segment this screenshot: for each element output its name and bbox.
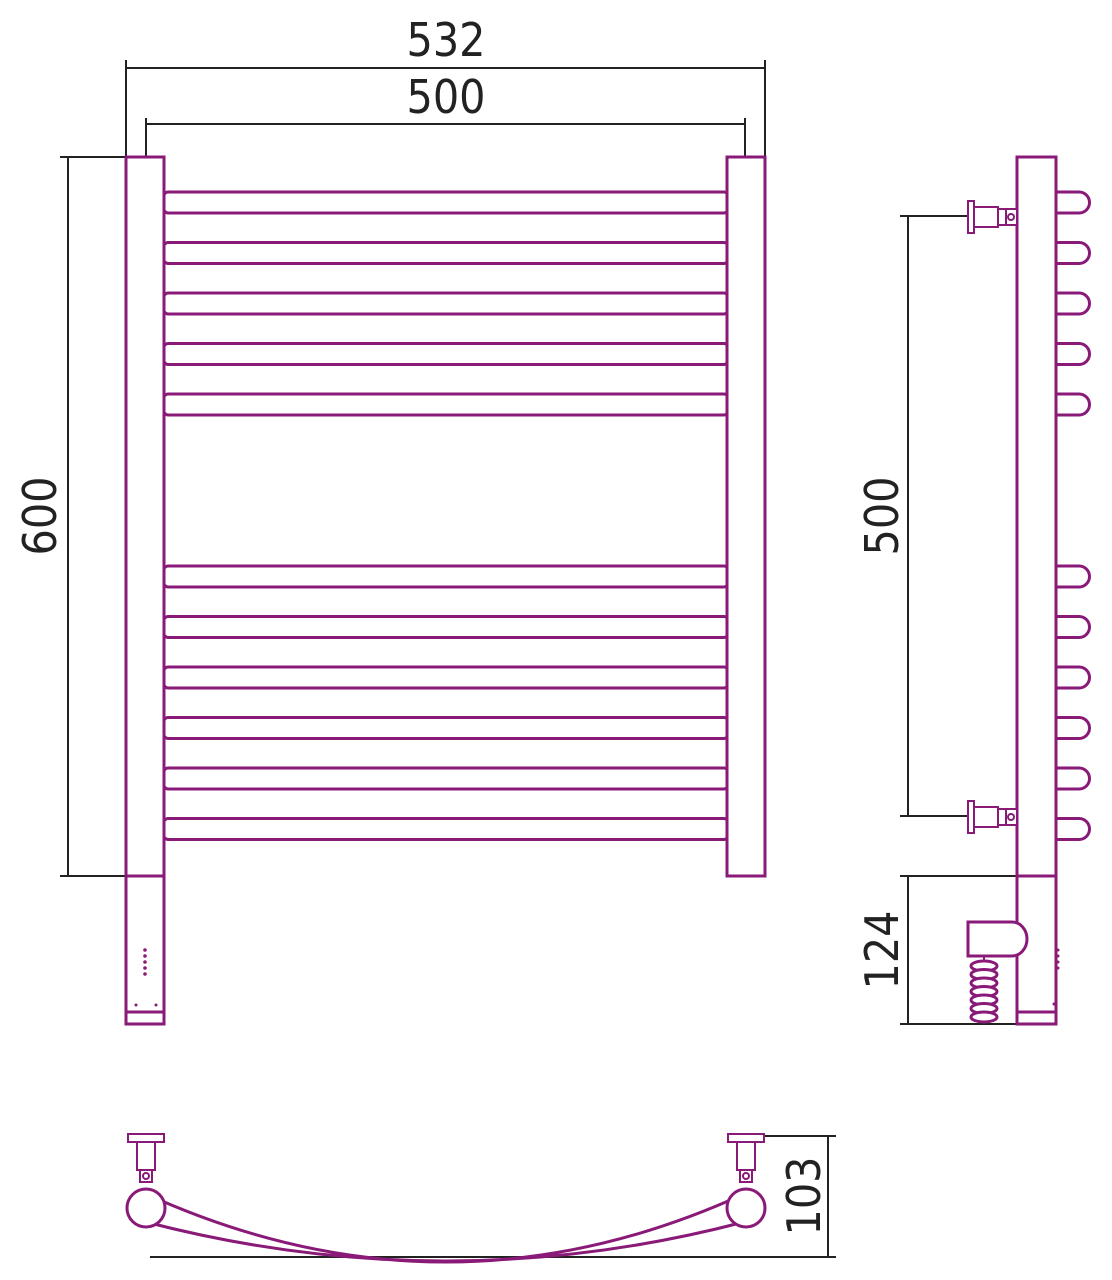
heating-element-housing <box>124 874 166 1026</box>
top-view: 103 <box>125 1133 836 1264</box>
bar-loop <box>1056 190 1091 215</box>
bar-loop <box>1056 716 1091 740</box>
towel-bar <box>160 241 732 265</box>
dimension-cable-height: 124 <box>855 875 1018 1025</box>
bar-loop <box>1056 291 1091 316</box>
wall-mount-bracket-icon <box>967 200 1018 234</box>
curved-bar <box>144 1191 746 1264</box>
front-view: 532 500 600 <box>13 13 767 1026</box>
bar-loop <box>1056 817 1091 841</box>
cable-coil-turn <box>969 1010 999 1024</box>
towel-bar <box>160 190 732 215</box>
bar-loop <box>1056 392 1091 417</box>
towel-bar <box>160 615 732 639</box>
dimension-mount-spacing: 500 <box>855 215 975 817</box>
power-cable-icon <box>966 920 1029 1024</box>
dimension-overall-width: 532 <box>125 13 766 158</box>
top-left-mount <box>125 1133 167 1229</box>
wall-mount-bracket-icon <box>967 800 1018 834</box>
side-bar-loops <box>1056 190 1091 841</box>
inner-width-label: 500 <box>407 70 486 124</box>
towel-bar <box>160 392 732 417</box>
bar-loop <box>1056 241 1091 265</box>
towel-bar <box>160 817 732 841</box>
overall-width-label: 532 <box>407 13 486 67</box>
bar-loop <box>1056 615 1091 639</box>
dimension-height: 600 <box>13 156 128 877</box>
mount-spacing-label: 500 <box>855 477 909 556</box>
indicator-dots-icon <box>134 948 158 1007</box>
bar-loop <box>1056 766 1091 791</box>
top-right-mount <box>725 1133 767 1229</box>
bar-loop <box>1056 564 1091 589</box>
towel-bar <box>160 564 732 589</box>
front-bars <box>160 190 732 841</box>
height-label: 600 <box>13 477 67 556</box>
cable-height-label: 124 <box>855 911 909 990</box>
bar-loop <box>1056 342 1091 366</box>
depth-label: 103 <box>777 1157 831 1236</box>
towel-bar <box>160 665 732 690</box>
towel-bar <box>160 291 732 316</box>
side-view: 500 124 <box>855 155 1091 1026</box>
towel-bar <box>160 342 732 366</box>
towel-bar <box>160 766 732 791</box>
bar-loop <box>1056 665 1091 690</box>
left-riser <box>124 155 166 878</box>
side-indicator-dots-icon <box>1052 948 1060 1006</box>
right-riser <box>725 155 767 878</box>
towel-bar <box>160 716 732 740</box>
side-riser <box>1015 155 1058 1026</box>
dimension-inner-width: 500 <box>145 70 746 158</box>
dimension-depth: 103 <box>150 1135 836 1258</box>
